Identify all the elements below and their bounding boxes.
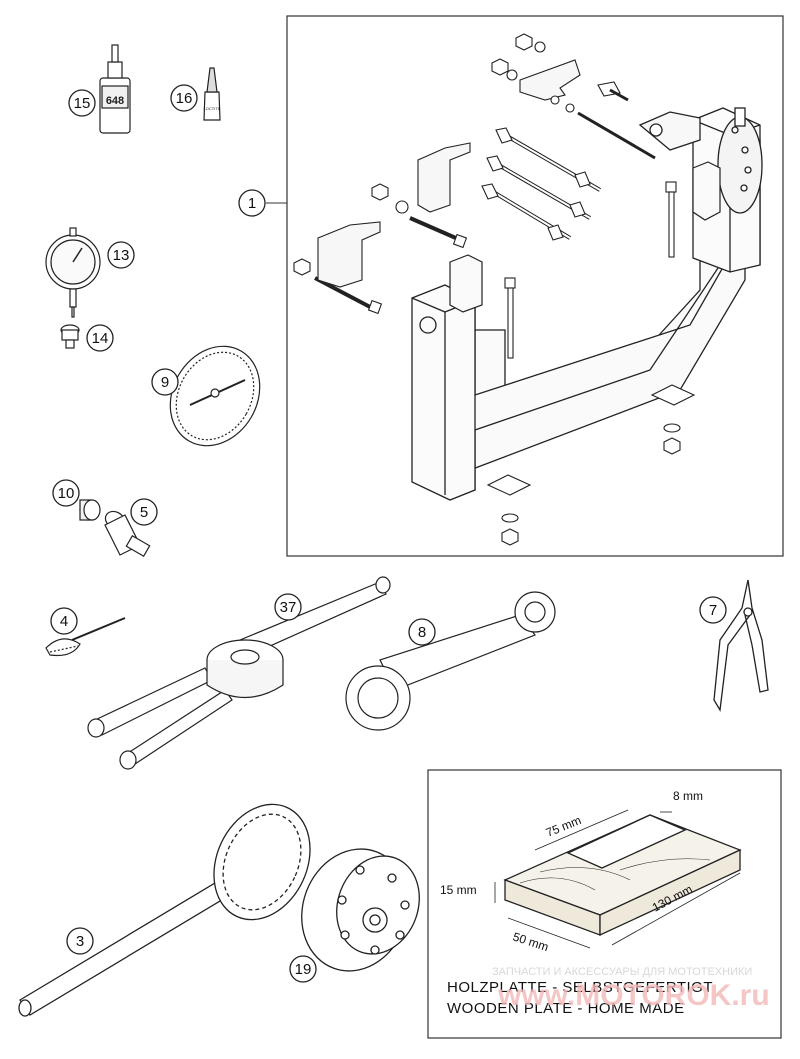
svg-text:9: 9 <box>161 374 169 391</box>
stand-front-post <box>411 284 476 501</box>
nut <box>371 183 389 201</box>
threaded-rod <box>577 111 656 160</box>
nut <box>501 528 519 546</box>
svg-text:15: 15 <box>74 95 91 112</box>
bottle-15-label: 648 <box>106 95 124 107</box>
bushing <box>79 499 101 521</box>
callout-8: 8 <box>408 618 436 646</box>
timing-tool <box>45 617 126 657</box>
gauge-adapter <box>60 324 80 349</box>
dim-8mm: 8 mm <box>673 789 703 803</box>
callout-1: 1 <box>238 189 266 217</box>
holding-wrench <box>18 803 311 1017</box>
bottle-16-label: LOCTITE <box>204 106 221 111</box>
square-washer <box>650 384 696 406</box>
callout-19: 19 <box>289 955 317 983</box>
circlip-pliers <box>713 579 769 712</box>
stand-hardware <box>293 33 696 546</box>
bracket <box>417 142 471 213</box>
svg-text:16: 16 <box>176 90 193 107</box>
pin-wrench <box>345 591 556 731</box>
long-bolt <box>495 127 602 192</box>
callout-37: 37 <box>274 593 302 621</box>
dimension-lines <box>494 809 741 949</box>
long-bolt <box>486 155 592 220</box>
square-washer <box>486 474 532 496</box>
nut <box>663 437 681 455</box>
callout-3: 3 <box>66 927 94 955</box>
angled-bolt <box>314 276 383 315</box>
callout-16: 16 <box>170 84 198 112</box>
svg-text:3: 3 <box>76 933 84 950</box>
angled-bolt <box>409 216 468 249</box>
callout-14: 14 <box>86 324 114 352</box>
callout-4: 4 <box>50 607 78 635</box>
vertical-bolt <box>665 181 677 258</box>
dim-50mm: 50 mm <box>511 930 550 955</box>
long-bolt <box>481 183 572 241</box>
svg-text:10: 10 <box>58 485 75 502</box>
callouts: 1 15 16 13 14 9 10 5 <box>50 84 727 983</box>
puller <box>104 510 151 558</box>
svg-text:4: 4 <box>60 613 68 630</box>
svg-text:14: 14 <box>92 330 109 347</box>
callout-5: 5 <box>130 498 158 526</box>
svg-text:37: 37 <box>280 599 297 616</box>
engine-stand-panel <box>266 15 784 557</box>
svg-text:7: 7 <box>709 602 717 619</box>
callout-9: 9 <box>151 368 179 396</box>
dim-15mm: 15 mm <box>440 883 477 897</box>
degree-wheel <box>169 345 261 447</box>
wooden-plate-drawing <box>503 814 742 937</box>
loctite-bottle-15: 648 <box>99 44 131 134</box>
callout-10: 10 <box>52 479 80 507</box>
stand-inner-post <box>449 161 721 313</box>
svg-text:13: 13 <box>113 247 130 264</box>
svg-text:5: 5 <box>140 504 148 521</box>
bracket <box>519 59 581 101</box>
callout-7: 7 <box>699 596 727 624</box>
engine-stand-frame <box>286 15 784 557</box>
loctite-bottle-16: LOCTITE <box>203 67 221 121</box>
svg-text:1: 1 <box>248 195 256 212</box>
nut <box>515 33 533 51</box>
wooden-plate-frame <box>427 769 782 1039</box>
bracket <box>317 221 381 288</box>
callout-13: 13 <box>107 241 135 269</box>
nut <box>293 258 311 276</box>
svg-text:19: 19 <box>295 961 312 978</box>
nut <box>491 58 509 76</box>
adjusting-tool <box>87 576 391 770</box>
dial-gauge <box>45 227 101 318</box>
stand-mount-plate <box>638 107 763 214</box>
caption-german: HOLZPLATTE - SELBSTGEFERTIGT <box>447 979 713 996</box>
watermark-site: www.MOTOROK.ru <box>497 979 770 1012</box>
watermark-tagline: ЗАПЧАСТИ И АКСЕССУАРЫ ДЛЯ МОТОТЕХНИКИ <box>492 966 752 978</box>
svg-text:8: 8 <box>418 624 426 641</box>
caption-english: WOODEN PLATE - HOME MADE <box>447 1000 685 1017</box>
dim-75mm: 75 mm <box>544 813 583 840</box>
callout-15: 15 <box>68 89 96 117</box>
flywheel-puller <box>301 848 420 972</box>
vertical-bolt <box>504 277 516 359</box>
